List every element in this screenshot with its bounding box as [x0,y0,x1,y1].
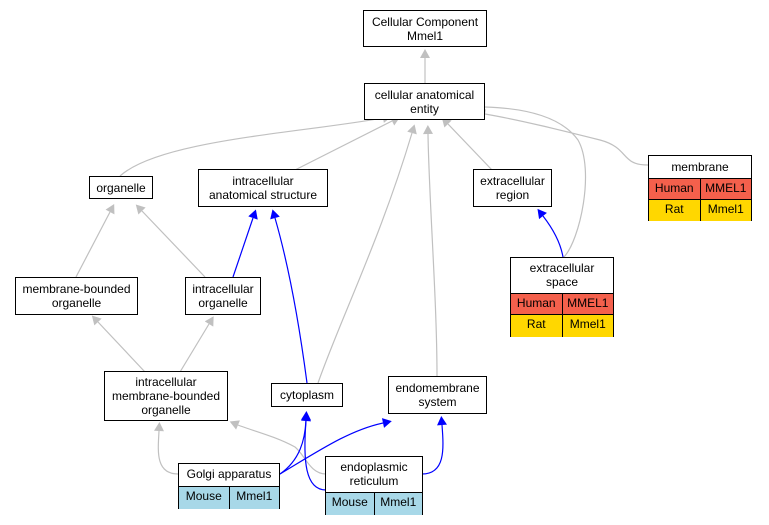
edge-golgi-imbo [154,422,179,475]
species-name: Mouse [331,495,368,509]
species-row-human: Human MMEL1 [649,178,751,200]
node-extracellular-region[interactable]: extracellular region [473,169,552,207]
node-organelle[interactable]: organelle [89,176,153,199]
node-membrane-bounded-organelle[interactable]: membrane-bounded organelle [15,277,138,315]
edge-cyto-ias [270,209,308,384]
node-golgi-apparatus[interactable]: Golgi apparatus Mouse Mmel1 [178,463,280,509]
edge-io-organelle [135,204,206,278]
edge-imbo-io [179,316,214,373]
gene-symbol: MMEL1 [699,179,752,200]
node-label: intracellular membrane-bounded organelle [111,375,221,417]
edge-ret-endo [421,416,447,475]
node-label: membrane-bounded organelle [22,282,131,310]
node-membrane[interactable]: membrane Human MMEL1 Rat Mmel1 [648,155,752,221]
node-intracellular-anatomical-structure[interactable]: intracellular anatomical structure [198,169,328,207]
node-intracellular-membrane-bounded-organelle[interactable]: intracellular membrane-bounded organelle [104,371,228,421]
gene-symbol: Mmel1 [699,200,752,221]
edge-membrane-cae [476,109,649,166]
node-label: intracellular anatomical structure [208,174,318,202]
edge-ret-cyto [301,412,327,491]
node-cellular-anatomical-entity[interactable]: cellular anatomical entity [364,83,485,120]
node-label: Golgi apparatus [186,467,272,481]
edge-es-cae [476,102,587,258]
node-label: endomembrane system [395,381,480,409]
node-endoplasmic-reticulum[interactable]: endoplasmic reticulum Mouse Mmel1 [325,456,423,515]
node-label: intracellular organelle [192,282,254,310]
node-cellular-component[interactable]: Cellular Component Mmel1 [363,10,487,47]
edge-organelle-cae [119,113,392,177]
edge-ias-cae [294,116,401,171]
edge-io-ias [232,209,258,278]
edge-mbo-organelle [75,204,115,278]
node-label: Cellular Component Mmel1 [371,15,479,43]
species-name: Rat [526,317,546,331]
species-name: Mouse [185,489,222,503]
node-label: extracellular region [480,174,545,202]
node-label: endoplasmic reticulum [340,460,408,488]
species-row-human: Human MMEL1 [511,293,613,315]
species-row-mouse: Mouse Mmel1 [179,486,279,509]
node-cytoplasm[interactable]: cytoplasm [271,383,343,407]
node-label: cellular anatomical entity [374,88,475,116]
edge-imbo-mbo [91,315,146,373]
species-name: Rat [664,202,684,216]
node-intracellular-organelle[interactable]: intracellular organelle [185,277,261,315]
species-row-rat: Rat Mmel1 [511,314,613,337]
edge-er-cae [441,117,493,171]
edge-es-er [537,208,564,258]
edge-endo-cae [423,125,438,377]
node-endomembrane-system[interactable]: endomembrane system [388,376,487,414]
species-name: Human [654,181,694,195]
edge-golgi-endo [279,418,392,475]
gene-symbol: Mmel1 [373,493,423,515]
node-label: membrane [671,160,729,174]
node-label: organelle [96,181,146,195]
edge-ret-imbo [229,420,327,475]
gene-symbol: Mmel1 [228,487,280,509]
gene-symbol: Mmel1 [561,315,614,337]
gene-symbol: MMEL1 [561,294,614,315]
edge-cyto-cae [317,124,417,384]
species-row-rat: Rat Mmel1 [649,199,751,221]
node-extracellular-space[interactable]: extracellular space Human MMEL1 Rat Mmel… [510,257,614,337]
species-name: Human [516,296,556,310]
node-label: extracellular space [529,261,595,289]
species-row-mouse: Mouse Mmel1 [326,492,422,515]
node-label: cytoplasm [279,388,335,402]
